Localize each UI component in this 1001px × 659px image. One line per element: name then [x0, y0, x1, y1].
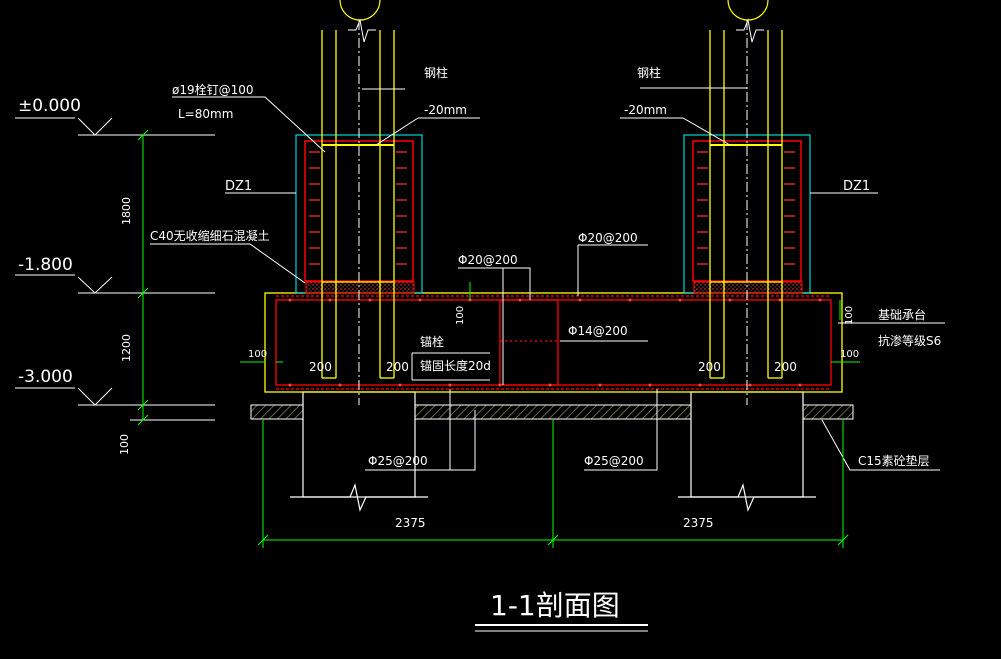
- dim-span-right: 2375: [683, 516, 714, 530]
- label-rebar-bottom-left: Φ25@200: [368, 454, 428, 468]
- label-cushion: C15素砼垫层: [858, 453, 930, 468]
- horizontal-dimension: [240, 282, 860, 548]
- dim-1200: 1200: [120, 334, 133, 362]
- dim-col-right-b: 200: [774, 360, 797, 374]
- label-stud-length: L=80mm: [178, 107, 233, 121]
- studs-right: [697, 151, 795, 265]
- label-plate-right: -20mm: [624, 103, 667, 117]
- label-rebar-top-right: Φ20@200: [578, 231, 638, 245]
- cap-rebar: [275, 295, 832, 390]
- level-0-label: ±0.000: [18, 96, 81, 116]
- vertical-dimension: [137, 129, 149, 426]
- pile-right: [678, 391, 816, 512]
- dim-col-left-a: 200: [309, 360, 332, 374]
- studs-left: [309, 151, 407, 265]
- label-stud: ø19栓钉@100: [172, 82, 254, 97]
- label-anchor: 锚栓: [420, 334, 444, 349]
- level-marks: [15, 117, 215, 421]
- label-cap-grade: 抗渗等级S6: [878, 333, 941, 348]
- dim-col-right-a: 200: [698, 360, 721, 374]
- label-anchor-length: 锚固长度20d: [420, 358, 491, 373]
- dim-100-bottom: 100: [118, 434, 131, 455]
- leader-lines: [150, 87, 945, 471]
- dim-col-left-b: 200: [386, 360, 409, 374]
- label-grout: C40无收缩细石混凝土: [150, 228, 270, 243]
- foundation-cap: [264, 292, 843, 393]
- pile-left: [290, 391, 428, 512]
- dim-1800: 1800: [120, 197, 133, 225]
- label-rebar-top-left: Φ20@200: [458, 253, 518, 267]
- dim-100-left: 100: [248, 349, 267, 360]
- label-rebar-middle: Φ14@200: [568, 324, 628, 338]
- drawing-title: 1-1剖面图: [490, 589, 620, 622]
- column-left: [295, 0, 423, 405]
- dim-100-right: 100: [840, 349, 859, 360]
- level-2-label: -3.000: [18, 367, 73, 387]
- label-steel-column-left: 钢柱: [424, 65, 448, 80]
- dim-span-left: 2375: [395, 516, 426, 530]
- dim-100-slab: 100: [844, 306, 855, 325]
- label-dz1-left: DZ1: [225, 179, 252, 194]
- label-steel-column-right: 钢柱: [637, 65, 661, 80]
- dim-100-mid: 100: [455, 306, 466, 325]
- cap-rebar-dots: [288, 298, 822, 387]
- level-1-label: -1.800: [18, 255, 73, 275]
- label-rebar-bottom-right: Φ25@200: [584, 454, 644, 468]
- label-dz1-right: DZ1: [843, 179, 870, 194]
- label-cap: 基础承台: [878, 307, 926, 322]
- label-plate-left: -20mm: [424, 103, 467, 117]
